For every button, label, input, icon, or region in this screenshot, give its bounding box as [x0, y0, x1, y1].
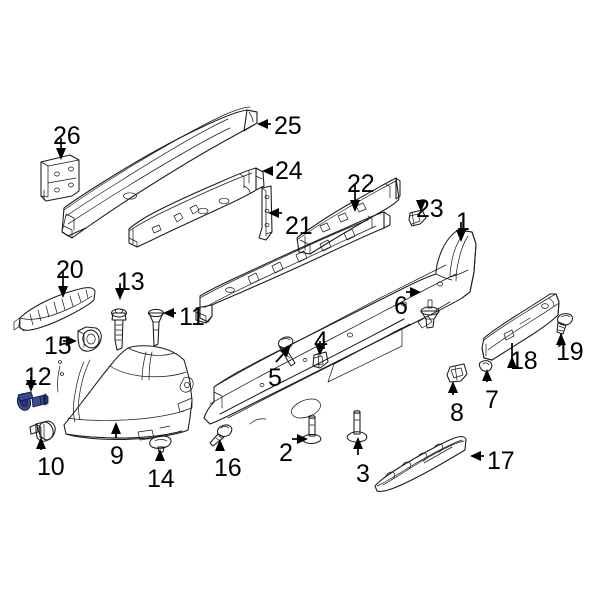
- part-19-screw-bolt: [556, 313, 573, 335]
- callout-label-22[interactable]: 22: [347, 170, 375, 198]
- callout-label-26[interactable]: 26: [53, 122, 81, 150]
- callout-label-1[interactable]: 1: [456, 208, 470, 236]
- part-15-parking-sensor: [77, 326, 102, 352]
- part-24-impact-bar-absorber: [128, 167, 265, 248]
- callout-label-24[interactable]: 24: [275, 157, 303, 185]
- part-22-lower-rail-section: [195, 211, 391, 324]
- part-10-push-pin-retainer: [29, 420, 56, 442]
- callout-label-18[interactable]: 18: [510, 347, 538, 375]
- callout-label-14[interactable]: 14: [147, 465, 175, 493]
- part-8-retainer-bracket: [446, 363, 468, 383]
- callout-label-8[interactable]: 8: [450, 399, 464, 427]
- part-9-bumper-cover-side-section: [57, 345, 194, 441]
- callout-label-20[interactable]: 20: [56, 256, 84, 284]
- callout-label-11[interactable]: 11: [179, 303, 205, 331]
- part-16-screw-bolt: [209, 424, 233, 447]
- part-12-bolt-screw-highlighted: [16, 391, 49, 411]
- callout-label-12[interactable]: 12: [24, 363, 52, 391]
- part-7-clip-nut: [478, 360, 493, 372]
- part-1-rear-bumper-cover: [203, 229, 477, 425]
- part-14-clip-retainer: [149, 435, 172, 453]
- part-25-bumper-reinforcement-beam: [61, 106, 258, 239]
- part-23-corner-bracket: [408, 209, 427, 227]
- callout-label-6[interactable]: 6: [394, 292, 408, 320]
- callout-label-19[interactable]: 19: [556, 338, 584, 366]
- callout-label-3[interactable]: 3: [356, 460, 370, 488]
- part-21-side-mount-bracket: [258, 185, 273, 241]
- callout-label-7[interactable]: 7: [485, 386, 499, 414]
- callout-label-25[interactable]: 25: [274, 112, 302, 140]
- callout-label-5[interactable]: 5: [268, 364, 282, 392]
- part-22-upper-reinforcement-rail: [296, 177, 401, 255]
- part-11-push-pin-retainer: [147, 308, 165, 347]
- callout-label-23[interactable]: 23: [416, 195, 444, 223]
- callout-label-15[interactable]: 15: [44, 332, 72, 360]
- callout-label-16[interactable]: 16: [214, 454, 242, 482]
- part-20-energy-absorber-foam: [13, 287, 96, 332]
- callout-label-17[interactable]: 17: [487, 447, 515, 475]
- leader-lines: [26, 119, 566, 461]
- part-26-mounting-plate-bracket: [40, 154, 80, 202]
- callout-label-9[interactable]: 9: [110, 442, 124, 470]
- callout-label-13[interactable]: 13: [117, 268, 145, 296]
- part-18-side-bracket-rail: [481, 293, 560, 361]
- callout-label-10[interactable]: 10: [37, 453, 65, 481]
- part-17-lower-valance-trim: [374, 436, 467, 492]
- part-13-bolt-screw: [110, 308, 128, 351]
- part-3-push-pin-retainer: [346, 409, 368, 443]
- callout-label-21[interactable]: 21: [285, 212, 313, 240]
- callout-label-4[interactable]: 4: [314, 327, 328, 355]
- callout-label-2[interactable]: 2: [279, 439, 293, 467]
- part-4-bracket-clip: [312, 351, 329, 369]
- part-6-push-pin-retainer: [420, 299, 440, 329]
